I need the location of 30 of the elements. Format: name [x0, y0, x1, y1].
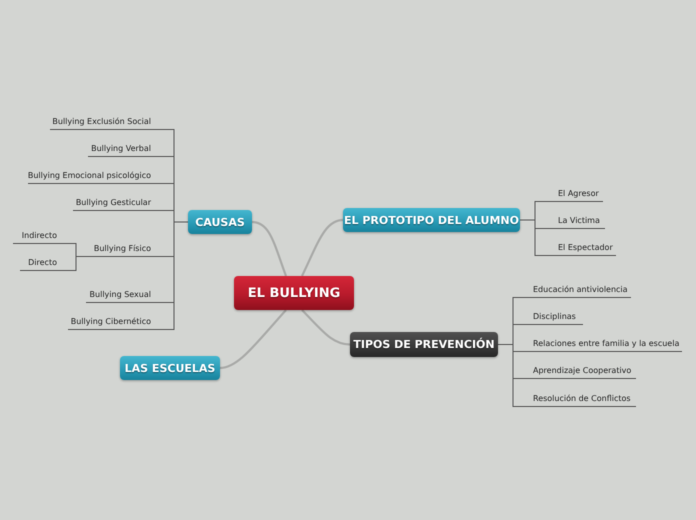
- branch-connector: [220, 309, 287, 370]
- branch-label: Bullying Verbal: [88, 143, 160, 157]
- topic-box: CAUSAS: [188, 210, 252, 234]
- topic-box: TIPOS DE PREVENCIÓN: [350, 332, 498, 357]
- branch-connector: [301, 309, 350, 346]
- bracket-connector: [520, 220, 548, 256]
- branch-connector: [301, 218, 344, 276]
- branch-label: Resolución de Conflictos: [523, 393, 636, 407]
- branch-label: Bullying Cibernético: [68, 316, 160, 330]
- branch-label: Directo: [20, 257, 66, 271]
- branch-label: Bullying Exclusión Social: [50, 116, 160, 130]
- branch-label: Disciplinas: [523, 311, 583, 325]
- topic-box: LAS ESCUELAS: [120, 356, 220, 380]
- branch-label: Relaciones entre familia y la escuela: [523, 338, 682, 352]
- branch-label: El Espectador: [548, 242, 616, 256]
- bracket-connector: [160, 222, 188, 330]
- bracket-connector: [66, 256, 92, 271]
- topic-box: EL PROTOTIPO DEL ALUMNO: [343, 208, 520, 232]
- branch-label: Indirecto: [13, 230, 66, 244]
- branch-label: Bullying Físico: [92, 243, 160, 257]
- bracket-connector: [498, 344, 524, 407]
- branch-label: Aprendizaje Cooperativo: [523, 365, 636, 379]
- topic-box: EL BULLYING: [234, 276, 354, 310]
- branch-connector: [252, 220, 288, 276]
- branch-label: Bullying Gesticular: [73, 197, 160, 211]
- branch-label: Bullying Sexual: [86, 289, 160, 303]
- branch-label: Educación antiviolencia: [523, 284, 631, 298]
- branch-label: La Victima: [548, 215, 605, 229]
- branch-label: Bullying Emocional psicológico: [28, 170, 160, 184]
- branch-label: El Agresor: [548, 188, 603, 202]
